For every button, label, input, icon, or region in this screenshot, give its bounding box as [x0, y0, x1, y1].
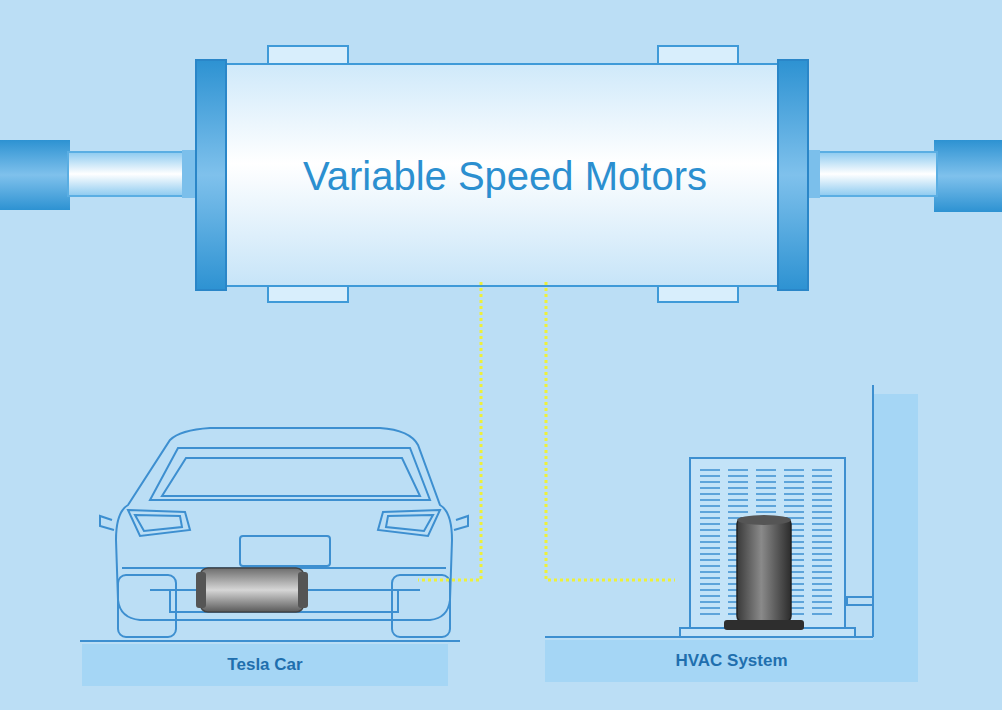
hvac-motor — [724, 515, 804, 630]
label-band: Tesla Car — [82, 644, 448, 686]
motor-body — [196, 60, 808, 290]
hvac-node: HVAC System — [675, 385, 918, 682]
band-label: HVAC System — [675, 651, 787, 671]
wall — [873, 394, 918, 642]
hvac-unit — [680, 458, 873, 637]
motor-title: Variable Speed Motors — [303, 154, 707, 199]
motor-node: Variable Speed Motors — [235, 70, 775, 282]
car-outline — [100, 428, 468, 637]
band-label: Tesla Car — [227, 655, 302, 675]
car-node: Tesla Car — [82, 420, 418, 686]
dotted-connector — [418, 282, 481, 580]
label-band: HVAC System — [545, 640, 918, 682]
text-area: Variable Speed Motors — [235, 70, 775, 282]
car-motor — [196, 568, 308, 612]
dotted-connector — [546, 282, 675, 580]
ground-line — [80, 640, 460, 642]
